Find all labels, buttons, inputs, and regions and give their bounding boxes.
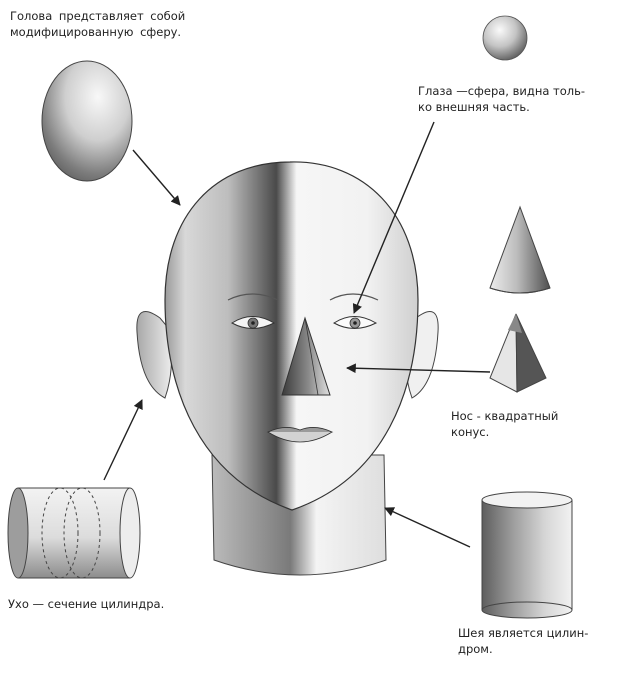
arrow-cylinder-to-neck xyxy=(385,508,470,547)
pyramid-shape xyxy=(490,314,546,392)
eye-sphere-shape xyxy=(483,16,527,60)
neck-cylinder-shape xyxy=(482,492,572,618)
arrow-egg-to-head xyxy=(133,150,180,205)
cone-shape xyxy=(490,207,550,293)
arrow-cylinder-to-ear xyxy=(104,400,142,480)
ear-cylinder-shape xyxy=(8,488,140,578)
egg-sphere-shape xyxy=(42,61,132,181)
